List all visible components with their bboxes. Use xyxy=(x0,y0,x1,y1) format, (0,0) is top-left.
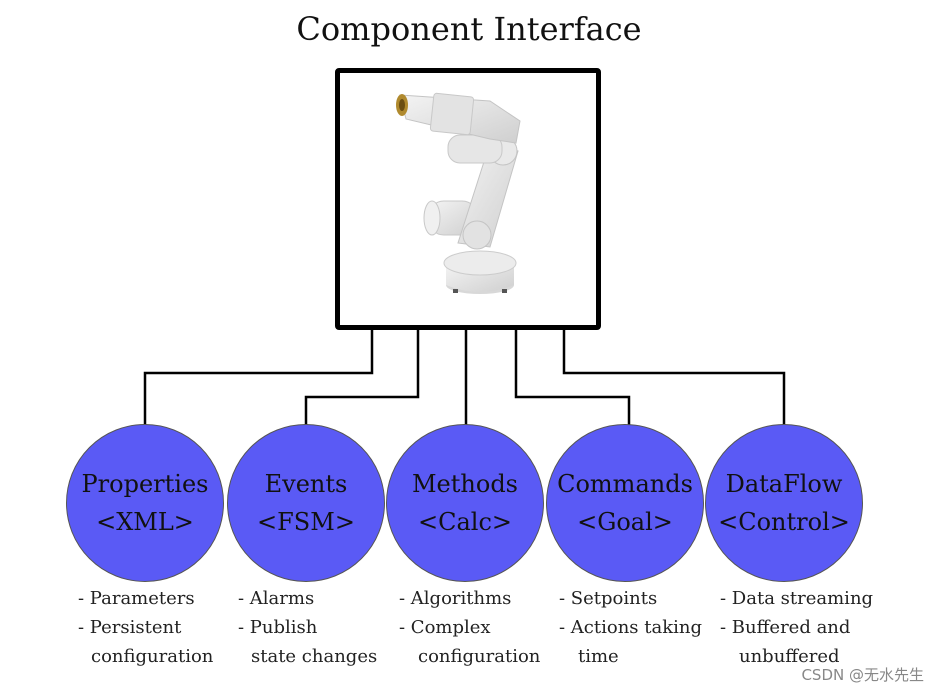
diagram-title: Component Interface xyxy=(296,10,642,48)
description-line: - Parameters xyxy=(78,588,195,609)
description-line: unbuffered xyxy=(739,646,840,667)
connector-dataflow xyxy=(562,328,786,425)
description-line: - Persistent xyxy=(78,617,182,638)
connector-events xyxy=(304,328,420,425)
node-events: Events <FSM> xyxy=(227,424,385,582)
description-line: - Actions taking xyxy=(559,617,703,638)
connector-commands xyxy=(514,328,631,425)
node-dataflow: DataFlow <Control> xyxy=(705,424,863,582)
node-tag: <Calc> xyxy=(417,508,512,536)
description-line: - Complex xyxy=(399,617,491,638)
description-properties: - Parameters - Persistent configuration xyxy=(78,584,213,671)
description-line: state changes xyxy=(251,646,378,667)
node-methods: Methods <Calc> xyxy=(386,424,544,582)
description-commands: - Setpoints - Actions taking time xyxy=(559,584,702,671)
node-tag: <Goal> xyxy=(577,508,673,536)
description-line: - Algorithms xyxy=(399,588,512,609)
node-name: DataFlow xyxy=(725,470,843,498)
node-name: Commands xyxy=(557,470,693,498)
robot-arm-icon xyxy=(396,92,521,294)
node-tag: <XML> xyxy=(96,508,194,536)
description-methods: - Algorithms - Complex configuration xyxy=(399,584,540,671)
connector-properties xyxy=(143,328,374,425)
node-commands: Commands <Goal> xyxy=(546,424,704,582)
description-dataflow: - Data streaming - Buffered and unbuffer… xyxy=(720,584,873,671)
node-name: Properties xyxy=(81,470,209,498)
node-tag: <FSM> xyxy=(257,508,355,536)
description-events: - Alarms - Publish state changes xyxy=(238,584,377,671)
description-line: - Data streaming xyxy=(720,588,874,609)
node-name: Events xyxy=(264,470,348,498)
description-line: time xyxy=(578,646,619,667)
description-line: - Alarms xyxy=(238,588,315,609)
watermark: CSDN @无水先生 xyxy=(801,666,924,684)
node-name: Methods xyxy=(411,470,518,498)
description-line: - Publish xyxy=(238,617,318,638)
node-properties: Properties <XML> xyxy=(66,424,224,582)
description-line: configuration xyxy=(91,646,214,667)
description-line: configuration xyxy=(418,646,541,667)
node-tag: <Control> xyxy=(718,508,850,536)
description-line: - Setpoints xyxy=(559,588,658,609)
description-line: - Buffered and xyxy=(720,617,851,638)
component-box xyxy=(335,68,601,330)
